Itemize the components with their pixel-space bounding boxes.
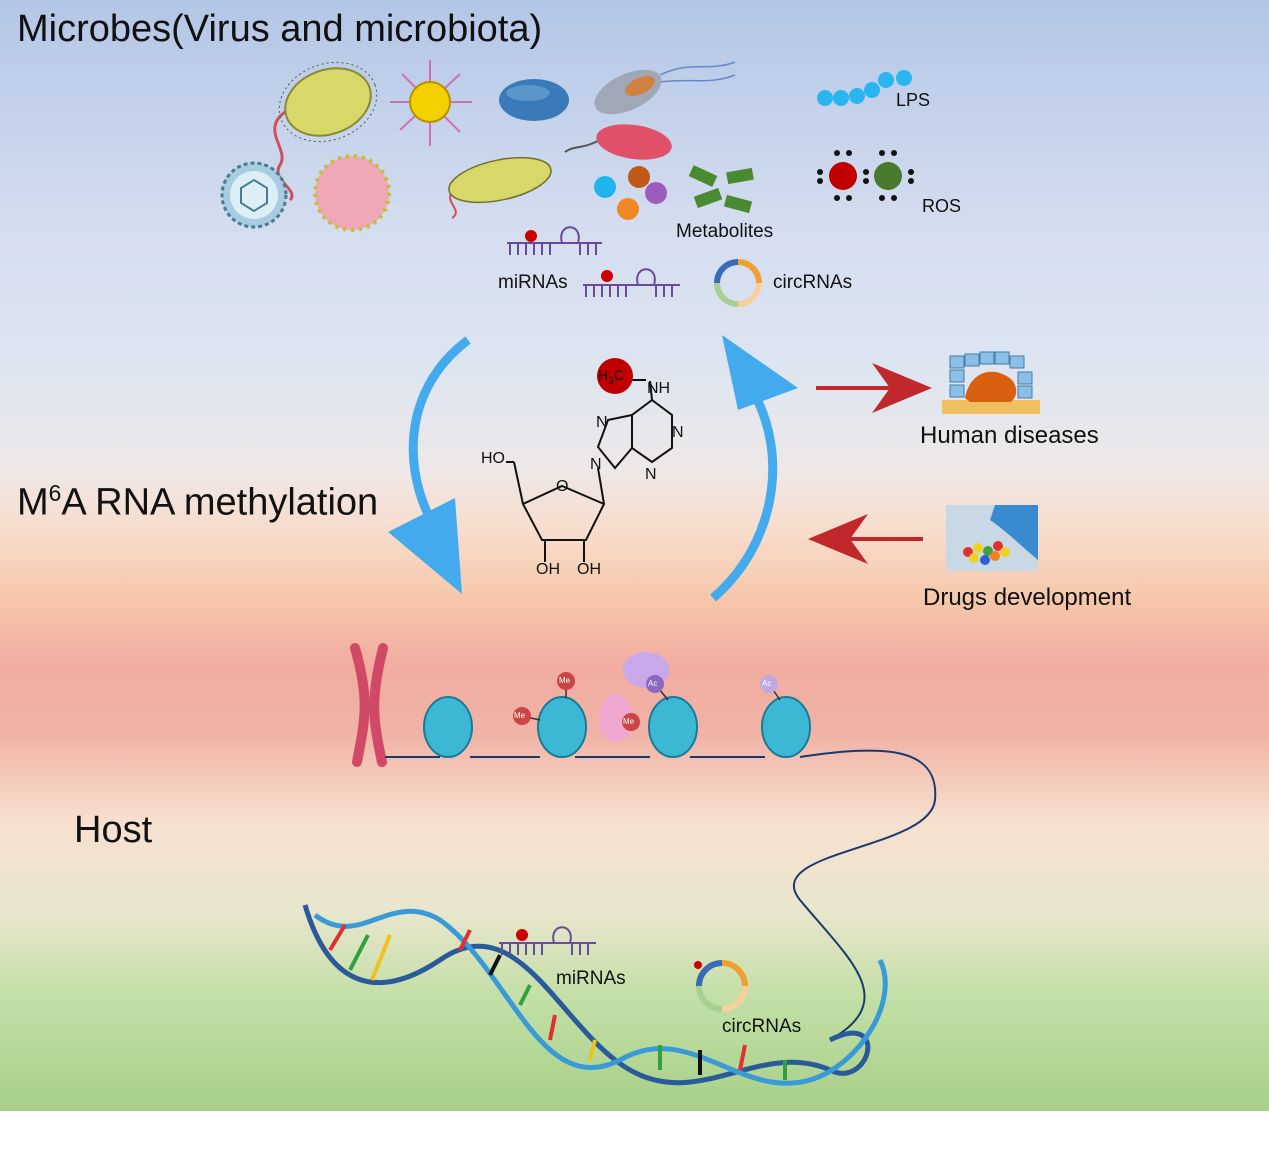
host-mirna-icon bbox=[499, 926, 596, 955]
me-label-1: Me bbox=[514, 711, 526, 720]
lps-beads-icon bbox=[817, 70, 912, 106]
diseased-tissue-icon bbox=[942, 351, 1040, 414]
histone-mark-me-1-icon bbox=[513, 707, 541, 725]
histone-mark-me-2-icon bbox=[557, 672, 575, 698]
bacteria-yellow-hairy-icon bbox=[273, 61, 378, 202]
nucleosome-1-icon bbox=[423, 696, 473, 758]
histone-mark-ac-2-icon bbox=[760, 675, 781, 701]
drugs-development-label: Drugs development bbox=[923, 584, 1132, 611]
methyl-c: C bbox=[613, 367, 624, 383]
m6a-title-prefix: M bbox=[17, 481, 49, 524]
chromosome-icon bbox=[350, 643, 388, 767]
atom-n1: N bbox=[672, 424, 684, 441]
atom-oh-2: OH bbox=[577, 561, 601, 578]
m6a-molecule bbox=[506, 379, 673, 562]
atom-n9: N bbox=[590, 456, 602, 473]
ros-icon bbox=[817, 150, 914, 201]
arrow-from-drugs-icon bbox=[808, 514, 923, 564]
methyl-label: H3C bbox=[598, 367, 624, 387]
ros-label: ROS bbox=[922, 196, 962, 216]
host-circrnas-label: circRNAs bbox=[722, 1016, 802, 1037]
histone-mark-ac-1-icon bbox=[646, 675, 669, 701]
mirna-icon bbox=[507, 226, 602, 255]
bacteria-flagellated-icon bbox=[594, 61, 736, 115]
cycle-arrow-down-icon bbox=[388, 336, 471, 594]
nucleosome-2-icon bbox=[537, 696, 587, 758]
reader-protein-pink-icon bbox=[599, 694, 633, 742]
human-diseases-label: Human diseases bbox=[920, 422, 1099, 449]
nucleosome-3-icon bbox=[648, 696, 698, 758]
m6a-title: M6A RNA methylation bbox=[17, 480, 378, 525]
cycle-arrow-up-icon bbox=[710, 335, 798, 602]
mirnas-label: miRNAs bbox=[498, 272, 568, 293]
microbes-title: Microbes(Virus and microbiota) bbox=[17, 8, 543, 50]
ac-label-2: Ac bbox=[762, 679, 772, 688]
virus-round-icon bbox=[220, 161, 288, 229]
virus-pink-icon bbox=[313, 154, 391, 232]
dna-double-helix-icon bbox=[302, 904, 888, 1086]
atom-nh: NH bbox=[647, 380, 671, 397]
atom-n3: N bbox=[645, 466, 657, 483]
bacteria-blue-icon bbox=[499, 79, 569, 121]
metabolite-blocks-icon bbox=[688, 165, 754, 214]
methyl-group-icon bbox=[597, 358, 633, 394]
m6a-title-suffix: A RNA methylation bbox=[61, 481, 379, 524]
methyl-sub: 3 bbox=[608, 375, 614, 387]
dna-strand bbox=[385, 749, 937, 1041]
atom-oh-1: OH bbox=[536, 561, 560, 578]
m6a-title-sup: 6 bbox=[48, 480, 62, 506]
ac-label-1: Ac bbox=[648, 679, 658, 688]
lps-label: LPS bbox=[896, 90, 931, 110]
me-label-2: Me bbox=[559, 676, 571, 685]
circrna-icon bbox=[714, 259, 762, 307]
host-circrna-icon bbox=[694, 960, 748, 1012]
virus-spiky-yellow-icon bbox=[390, 60, 472, 146]
drugs-image bbox=[946, 505, 1038, 571]
atom-n7: N bbox=[596, 414, 608, 431]
metabolites-label: Metabolites bbox=[676, 221, 774, 242]
bacteria-red-icon bbox=[564, 124, 672, 160]
metabolite-spheres-icon bbox=[594, 166, 667, 220]
host-title: Host bbox=[74, 809, 153, 851]
atom-o: O bbox=[556, 478, 569, 495]
mirna-icon-2 bbox=[583, 268, 680, 297]
host-mirnas-label: miRNAs bbox=[556, 968, 626, 989]
circrnas-label: circRNAs bbox=[773, 272, 853, 293]
histone-mark-me-3-icon bbox=[622, 713, 640, 731]
bacteria-yellow-long-icon bbox=[448, 156, 552, 219]
arrow-to-diseases-icon bbox=[816, 363, 932, 413]
nucleosome-4-icon bbox=[761, 696, 811, 758]
atom-ho: HO bbox=[481, 450, 505, 467]
me-label-3: Me bbox=[623, 717, 635, 726]
methyl-h: H bbox=[598, 367, 609, 383]
